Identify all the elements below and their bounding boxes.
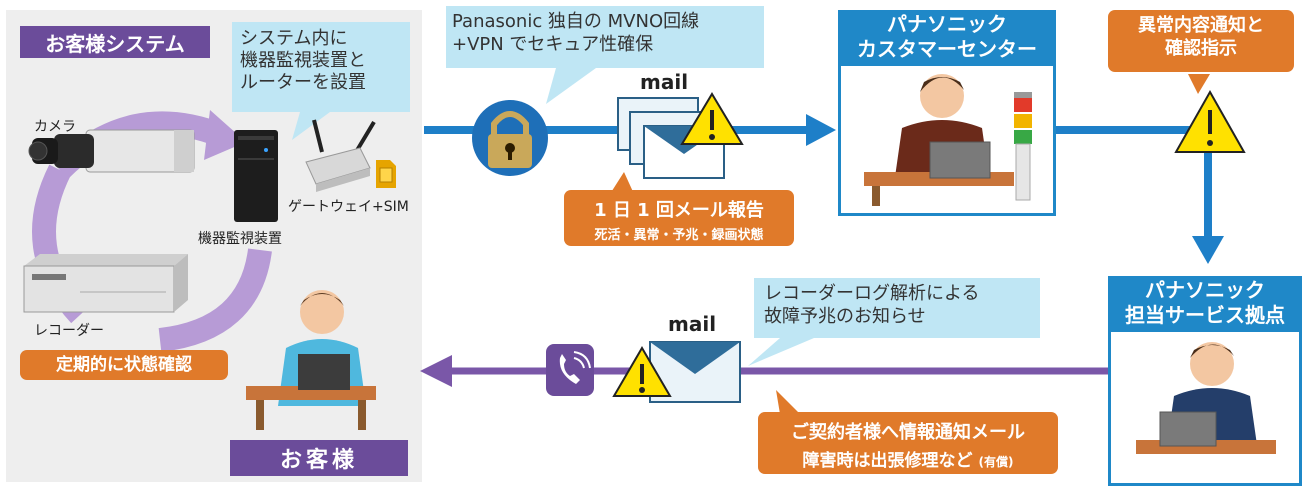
install-bubble-line1: システム内に	[240, 28, 348, 49]
mail-envelope-icon	[617, 92, 744, 179]
contract-notice-line2: 障害時は出張修理など (有償)	[758, 446, 1058, 471]
gateway-label: ゲートウェイ+SIM	[288, 199, 409, 215]
vpn-bubble-line2: +VPN でセキュア性確保	[452, 34, 654, 56]
padlock-icon	[472, 100, 548, 176]
daily-report-line2: 死活・異常・予兆・録画状態	[594, 228, 764, 243]
daily-report-badge: 1 日 1 回メール報告 死活・異常・予兆・録画状態	[564, 190, 794, 246]
contract-notice-line2-main: 障害時は出張修理など	[802, 451, 973, 471]
monitor-label: 機器監視装置	[198, 231, 282, 247]
daily-report-line1: 1 日 1 回メール報告	[594, 200, 764, 221]
install-bubble-line2: 機器監視装置と	[240, 49, 366, 71]
service-base-title-line1: パナソニック	[1145, 278, 1265, 302]
service-person-icon	[1136, 342, 1276, 454]
daily-report-shape	[610, 172, 634, 194]
customer-person-icon	[246, 290, 376, 430]
anomaly-notice-line1: 異常内容通知と	[1138, 15, 1264, 36]
contract-notice-line1: ご契約者様へ情報通知メール	[791, 422, 1025, 443]
log-bubble-line1: レコーダーログ解析による	[764, 283, 980, 304]
down-flow-arrowhead	[1192, 236, 1224, 264]
anomaly-pointer	[1174, 74, 1246, 153]
recorder-icon	[23, 254, 188, 313]
service-base-title: パナソニック 担当サービス拠点	[1108, 276, 1302, 332]
server-icon	[234, 130, 278, 222]
customer-system-title: お客様システム	[20, 26, 210, 58]
top-flow-arrowhead	[806, 114, 836, 146]
install-bubble: システム内に 機器監視装置と ルーターを設置	[240, 28, 410, 94]
bottom-flow-arrowhead	[420, 355, 452, 387]
log-bubble-line2: 故障予兆のお知らせ	[764, 306, 926, 328]
periodic-check-text: 定期的に状態確認	[56, 355, 192, 375]
customer-label: お客様	[279, 448, 358, 473]
contract-notice-badge: ご契約者様へ情報通知メール 障害時は出張修理など (有償)	[758, 412, 1058, 474]
anomaly-notice-line2: 確認指示	[1165, 38, 1237, 60]
vpn-bubble-line1: Panasonic 独自の MVNO回線	[452, 11, 700, 32]
log-bubble-shape	[748, 278, 1040, 366]
bottom-mail-label: mail	[668, 312, 717, 336]
periodic-check-badge: 定期的に状態確認	[20, 350, 228, 380]
customer-label-box: お客様	[230, 440, 408, 476]
camera-icon	[28, 129, 195, 173]
anomaly-notice-badge: 異常内容通知と 確認指示	[1108, 10, 1294, 72]
customer-center-title: パナソニック カスタマーセンター	[838, 10, 1056, 66]
sim-card-icon	[376, 160, 396, 188]
log-bubble: レコーダーログ解析による 故障予兆のお知らせ	[764, 282, 1032, 329]
signal-light-icon	[1014, 92, 1032, 201]
vpn-bubble-shape	[446, 6, 764, 104]
customer-center-title-line1: パナソニック	[887, 12, 1007, 36]
contract-notice-pointer	[776, 390, 800, 414]
operator-person-icon	[864, 74, 1014, 206]
bottom-mail-envelope-icon	[612, 341, 741, 403]
router-icon	[305, 119, 376, 192]
customer-center-title-line2: カスタマーセンター	[857, 37, 1037, 61]
service-base-title-line2: 担当サービス拠点	[1125, 303, 1285, 327]
contract-notice-line2-small: (有償)	[978, 455, 1014, 469]
camera-label: カメラ	[34, 119, 76, 135]
top-mail-label: mail	[640, 70, 689, 94]
recorder-label: レコーダー	[34, 323, 104, 339]
customer-system-title-text: お客様システム	[45, 31, 185, 56]
phone-icon	[546, 344, 594, 396]
install-bubble-line3: ルーターを設置	[240, 71, 366, 93]
vpn-bubble: Panasonic 独自の MVNO回線 +VPN でセキュア性確保	[452, 10, 758, 57]
install-bubble-shape	[232, 22, 410, 140]
